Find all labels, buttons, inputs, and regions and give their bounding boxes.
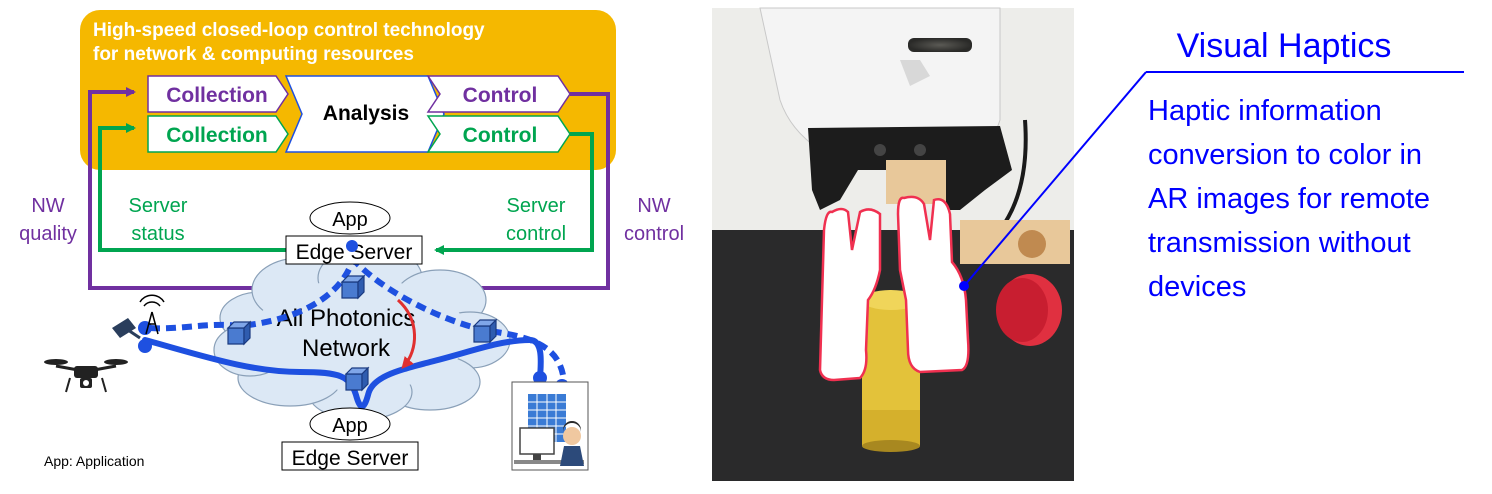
drone-icon bbox=[44, 359, 128, 393]
satellite-dish-icon bbox=[112, 318, 141, 340]
edge-server-bottom-label: Edge Server bbox=[292, 447, 409, 470]
network-node-cube bbox=[344, 366, 370, 392]
collection-top-label: Collection bbox=[166, 84, 268, 107]
edge-server-top-label: Edge Server bbox=[296, 241, 413, 264]
callout-line bbox=[963, 71, 1147, 287]
network-node-cube bbox=[226, 320, 252, 346]
nw-quality-arrow bbox=[88, 87, 330, 290]
nw-quality-label-1: NW bbox=[31, 195, 64, 217]
control-bottom-label: Control bbox=[463, 124, 538, 147]
server-control-label-1: Server bbox=[507, 195, 566, 217]
nw-quality-label-2: quality bbox=[19, 223, 77, 245]
edge-server-top-dot bbox=[346, 240, 358, 252]
app-label-bottom: App bbox=[332, 415, 368, 437]
nw-control-arrow bbox=[420, 92, 610, 293]
server-control-arrow bbox=[434, 132, 594, 255]
collection-bottom-box bbox=[147, 115, 289, 153]
collection-bottom-label: Collection bbox=[166, 124, 268, 147]
footnote: App: Application bbox=[44, 453, 144, 469]
desc-line: devices bbox=[1148, 271, 1246, 303]
banner-title-line1: High-speed closed-loop control technolog… bbox=[93, 20, 485, 41]
cloud-label-1: All Photonics bbox=[277, 305, 416, 332]
control-top-label: Control bbox=[463, 84, 538, 107]
visual-haptics-title: Visual Haptics bbox=[1177, 27, 1392, 65]
app-oval-top bbox=[309, 201, 391, 235]
endpoint-dot bbox=[138, 321, 152, 335]
server-control-label-2: control bbox=[506, 223, 566, 245]
control-top-box bbox=[426, 75, 571, 113]
nw-control-label-2: control bbox=[624, 223, 684, 245]
banner-title-line2: for network & computing resources bbox=[93, 44, 414, 65]
desc-line: transmission without bbox=[1148, 227, 1411, 259]
server-status-label-2: status bbox=[131, 223, 184, 245]
callout-dot bbox=[959, 281, 969, 291]
server-status-arrow bbox=[98, 123, 286, 252]
app-oval-bottom bbox=[309, 407, 391, 441]
cloud-core bbox=[252, 279, 468, 391]
network-node-cube bbox=[472, 318, 498, 344]
desc-line: AR images for remote bbox=[1148, 183, 1430, 215]
desc-line: conversion to color in bbox=[1148, 139, 1422, 171]
network-node-cube bbox=[340, 274, 366, 300]
cloud-label-2: Network bbox=[302, 335, 391, 362]
collection-top-box bbox=[147, 75, 289, 113]
analysis-label: Analysis bbox=[323, 102, 409, 125]
edge-server-bottom-box bbox=[281, 441, 419, 471]
nw-control-label-1: NW bbox=[637, 195, 670, 217]
antenna-tower-icon bbox=[139, 294, 165, 335]
robot-photo bbox=[712, 7, 1074, 481]
building-operator-icon bbox=[511, 381, 589, 471]
control-bottom-box bbox=[426, 115, 571, 153]
endpoint-dot bbox=[138, 339, 152, 353]
app-label-top: App bbox=[332, 209, 368, 231]
desc-line: Haptic information bbox=[1148, 95, 1382, 127]
reroute-arrow bbox=[396, 298, 416, 370]
server-status-label-1: Server bbox=[129, 195, 188, 217]
